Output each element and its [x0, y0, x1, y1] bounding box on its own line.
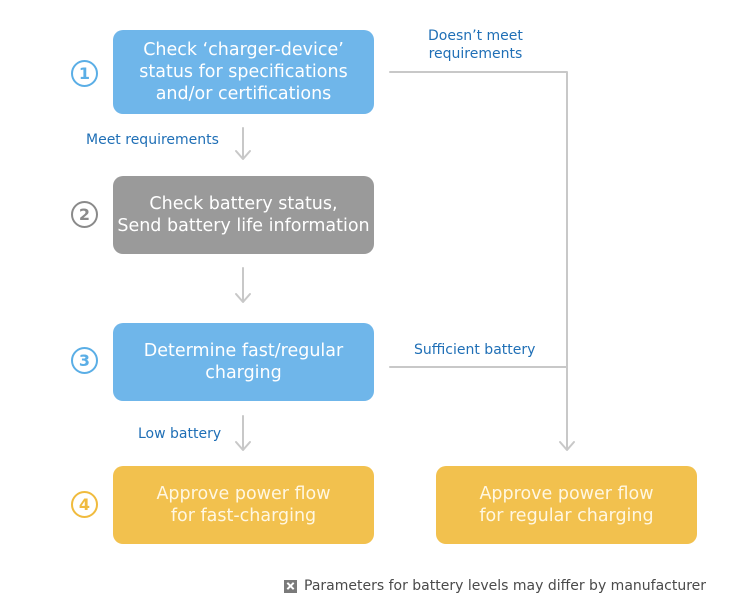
- step-3-number: 3: [71, 347, 98, 374]
- step-2-box: Check battery status, Send battery life …: [113, 176, 374, 254]
- footnote-text: Parameters for battery levels may differ…: [304, 578, 707, 594]
- low-battery-label: Low battery: [138, 426, 222, 442]
- step-1-box: Check ‘charger-device’ status for specif…: [113, 30, 374, 114]
- sufficient-battery-label: Sufficient battery: [414, 342, 536, 358]
- step-4-number: 4: [71, 491, 98, 518]
- step-2-number: 2: [71, 201, 98, 228]
- arrow-3-4-head: [235, 441, 251, 451]
- doesnt-meet-label: Doesn’t meet requirements: [428, 28, 523, 62]
- regular-charging-box: Approve power flow for regular charging: [436, 466, 697, 544]
- meet-requirements-label: Meet requirements: [86, 132, 219, 148]
- step-1-number: 1: [71, 60, 98, 87]
- step-4-box: Approve power flow for fast-charging: [113, 466, 374, 544]
- footnote: Parameters for battery levels may differ…: [284, 578, 706, 594]
- arrow-1-2-head: [235, 150, 251, 160]
- arrow-2-3-head: [235, 293, 251, 303]
- reference-mark-icon: [284, 579, 297, 593]
- regular-arrow-head: [559, 441, 575, 451]
- doesnt-meet-connector: [389, 71, 568, 450]
- step-3-box: Determine fast/regular charging: [113, 323, 374, 401]
